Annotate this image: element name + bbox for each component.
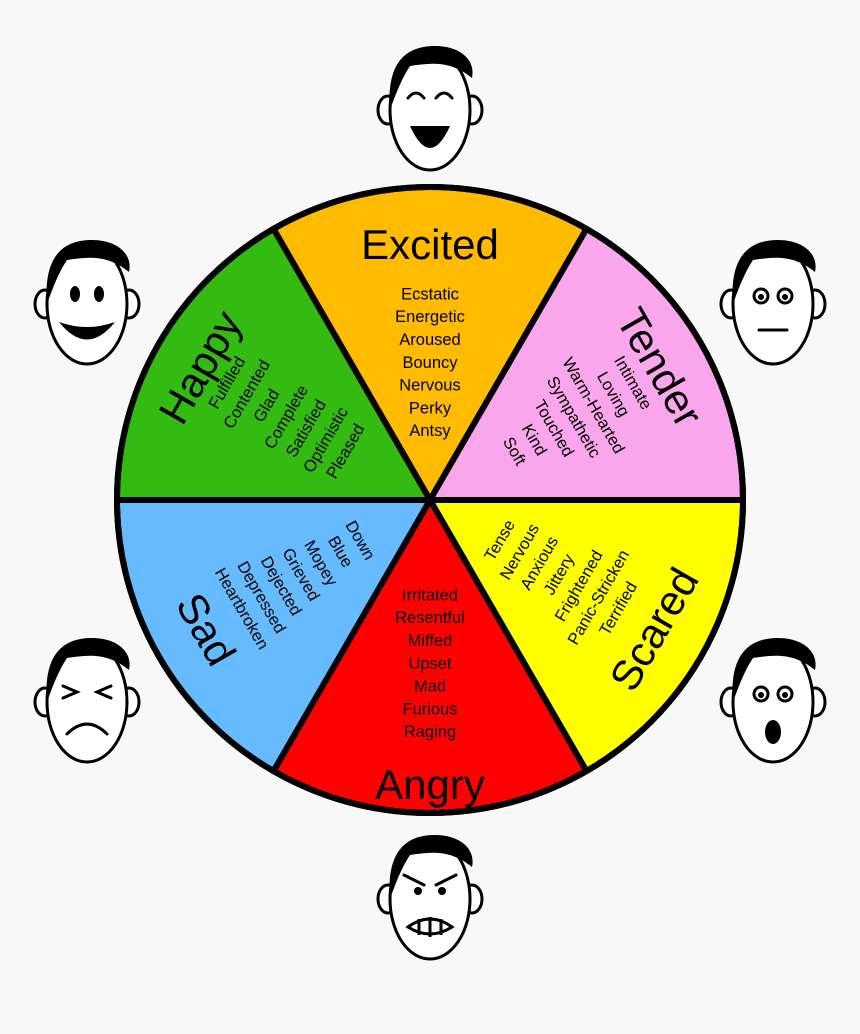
excited-word: Antsy [409, 422, 451, 440]
angry-word: Mad [414, 678, 446, 696]
excited-word: Nervous [399, 377, 460, 395]
excited-word: Perky [409, 399, 452, 417]
calm-face-icon [719, 240, 827, 366]
excited-title: Excited [361, 221, 499, 268]
angry-face-icon [376, 835, 484, 961]
scared-face-icon [719, 638, 827, 764]
angry-word: Irritated [402, 586, 458, 604]
excited-word: Ecstatic [401, 285, 459, 303]
excited-word: Bouncy [402, 354, 458, 372]
angry-word: Miffed [408, 632, 453, 650]
angry-title: Angry [375, 761, 485, 808]
excited-word: Energetic [395, 308, 465, 326]
excited-word: Aroused [399, 331, 460, 349]
angry-word: Upset [408, 655, 452, 673]
angry-word: Furious [402, 700, 457, 718]
angry-word: Resentful [395, 609, 465, 627]
sector-excited-labels: ExcitedEcstaticEnergeticArousedBouncyNer… [361, 221, 499, 440]
crying-face-icon [33, 638, 141, 764]
sector-angry-labels: Angry IrritatedResentfulMiffedUpsetMadFur… [375, 586, 485, 808]
wheel-rim [114, 184, 746, 816]
laughing-face-icon [376, 46, 484, 172]
angry-word: Raging [404, 723, 456, 741]
smiling-face-icon [33, 240, 141, 366]
